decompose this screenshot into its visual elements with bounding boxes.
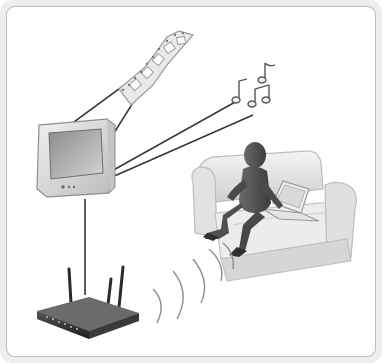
illustration-canvas: [6, 6, 376, 357]
wireless-router-icon: [37, 267, 139, 339]
media-network-illustration: [7, 7, 376, 357]
film-strip-icon: [119, 31, 193, 105]
television-icon: [37, 119, 115, 197]
music-notes-icon: [232, 63, 275, 107]
